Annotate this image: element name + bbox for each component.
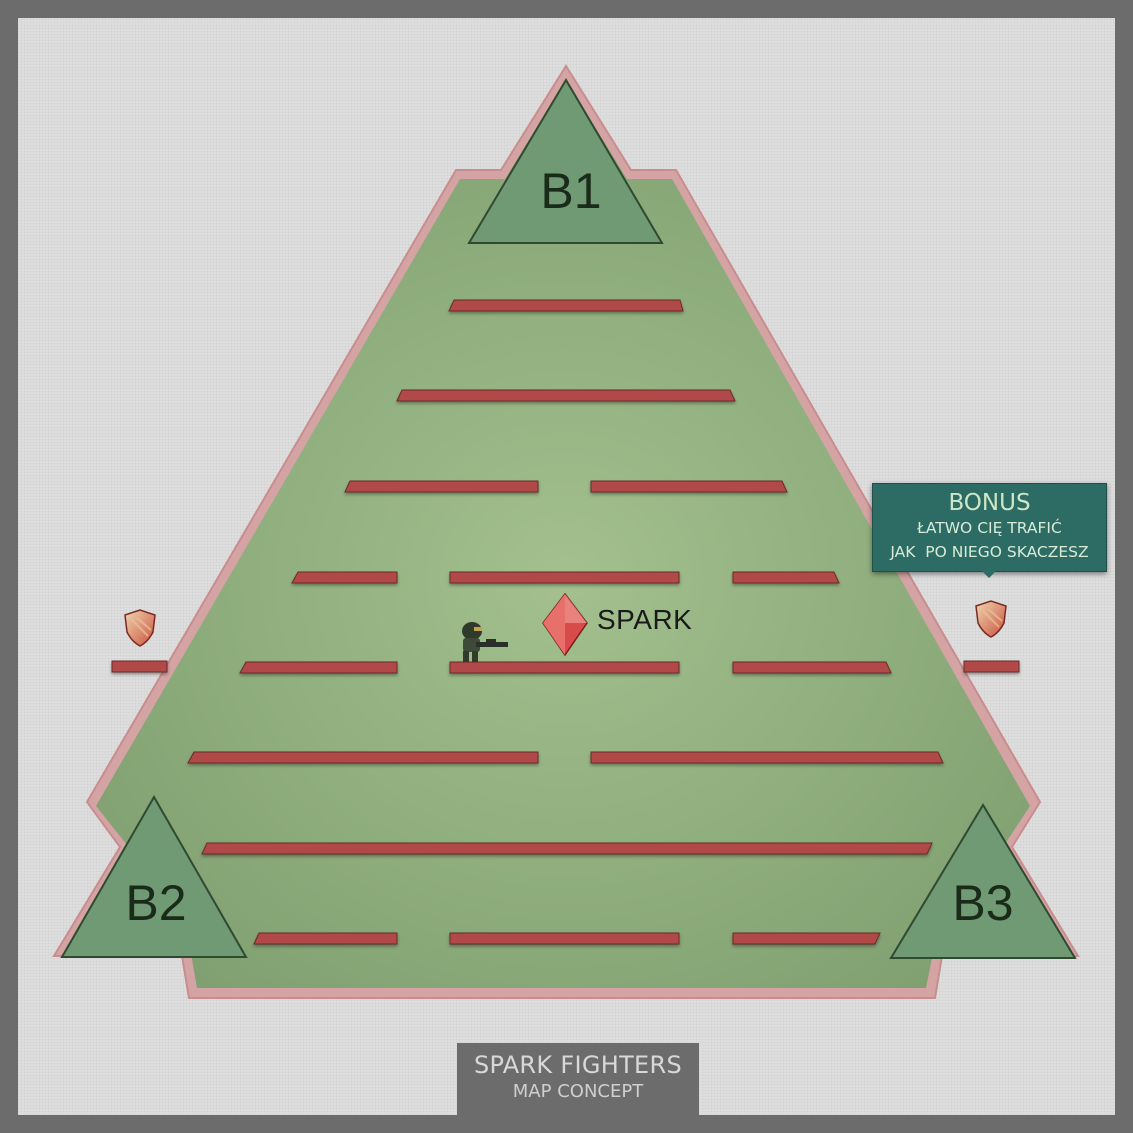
platform [201,842,933,855]
platform [396,389,736,402]
platform [732,571,840,584]
bonus-line-1: ŁATWO CIĘ TRAFIĆ [917,519,1062,537]
platform [187,751,539,764]
platform [590,480,788,493]
bonus-tooltip-tail [980,569,998,578]
platform [449,571,680,584]
platform [291,571,398,584]
platform [732,661,892,674]
map-subtitle: MAP CONCEPT [512,1081,644,1102]
base-b1-label: B1 [540,163,601,219]
platform [448,299,684,312]
bonus-tooltip: BONUS ŁATWO CIĘ TRAFIĆ JAK PO NIEGO SKAC… [872,483,1107,572]
bonus-title: BONUS [948,490,1031,516]
platform [449,932,680,945]
base-b3[interactable]: B3 [889,803,1077,959]
base-b3-label: B3 [952,875,1013,931]
shield-icon[interactable] [124,609,156,647]
shield-icon[interactable] [975,600,1007,638]
side-ledge-left [111,660,168,673]
soldier-character-icon[interactable] [462,622,508,662]
platform [732,932,881,945]
platform [590,751,944,764]
map-title-box: SPARK FIGHTERS MAP CONCEPT [457,1043,699,1115]
platform [239,661,398,674]
platform [449,661,680,674]
spark-crystal-icon[interactable] [542,592,588,657]
base-b1[interactable]: B1 [467,78,664,244]
base-b2[interactable]: B2 [60,794,248,958]
base-b2-label: B2 [125,875,186,931]
spark-label: SPARK [597,604,693,635]
platform [253,932,398,945]
platform [344,480,539,493]
map-title: SPARK FIGHTERS [473,1051,683,1079]
side-ledge-right [963,660,1020,673]
bonus-line-2: JAK PO NIEGO SKACZESZ [890,543,1089,561]
